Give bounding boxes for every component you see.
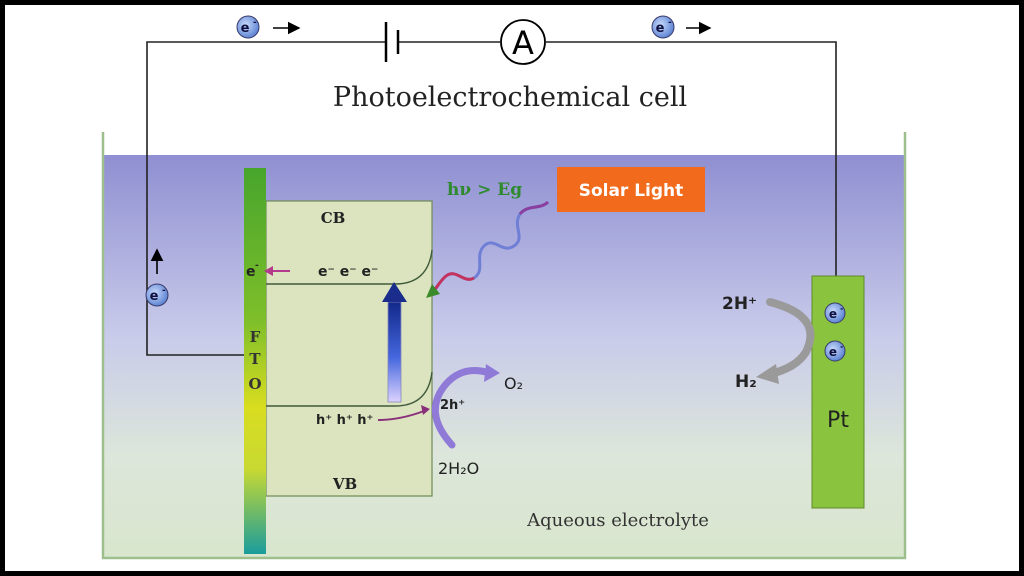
svg-text:e: e bbox=[246, 264, 256, 280]
svg-text:e: e bbox=[241, 21, 250, 36]
electron-left-wire: e - bbox=[145, 283, 169, 307]
diagram-title: Photoelectrochemical cell bbox=[333, 82, 687, 113]
electrolyte-label: Aqueous electrolyte bbox=[526, 510, 709, 531]
reduction-arc bbox=[766, 298, 815, 378]
vb-label: VB bbox=[332, 475, 357, 493]
fto-electrode bbox=[244, 168, 266, 554]
photon-wave-tail bbox=[431, 272, 475, 293]
hole-transfer-arrow-head bbox=[421, 405, 430, 415]
fto-letter-f: F bbox=[250, 328, 261, 346]
electron-transfer-arrow-head bbox=[264, 266, 273, 276]
circuit-wire bbox=[146, 41, 837, 356]
hydrogen-label: H₂ bbox=[735, 372, 757, 392]
oxidation-arc bbox=[431, 367, 490, 449]
holes-2h-label: 2h⁺ bbox=[440, 398, 465, 413]
svg-text:-: - bbox=[255, 261, 259, 271]
fto-letter-t: T bbox=[249, 350, 261, 368]
svg-text:e: e bbox=[150, 289, 159, 304]
svg-text:e: e bbox=[829, 345, 837, 359]
photon-energy-label: hν > Eg bbox=[447, 180, 522, 200]
beaker-outline bbox=[101, 132, 907, 560]
pt-electron-2: e - bbox=[824, 340, 846, 362]
protons-label: 2H⁺ bbox=[722, 294, 757, 314]
svg-text:-: - bbox=[253, 18, 257, 28]
oxygen-label: O₂ bbox=[504, 374, 523, 393]
vb-holes: h⁺ h⁺ h⁺ bbox=[316, 413, 373, 428]
svg-text:-: - bbox=[840, 304, 843, 313]
svg-text:-: - bbox=[840, 342, 843, 351]
svg-text:-: - bbox=[162, 286, 166, 296]
solar-light-badge bbox=[557, 167, 705, 212]
photon-wave-lead bbox=[518, 200, 550, 216]
valence-band-edge bbox=[266, 371, 433, 407]
water-label: 2H₂O bbox=[438, 459, 479, 478]
svg-text:e: e bbox=[656, 21, 665, 36]
electron-top-right: e - bbox=[651, 15, 675, 39]
reduction-arrow-head bbox=[756, 364, 779, 384]
electrolyte bbox=[103, 155, 905, 558]
photon-arrow-head bbox=[426, 284, 440, 298]
cb-label: CB bbox=[321, 209, 346, 227]
electron-top-left: e - bbox=[236, 15, 260, 39]
semiconductor bbox=[265, 200, 433, 497]
cb-electrons: e⁻ e⁻ e⁻ bbox=[318, 264, 378, 280]
excitation-arrow-head bbox=[382, 282, 407, 302]
ammeter: A bbox=[500, 19, 546, 65]
excitation-beam bbox=[387, 301, 402, 403]
pt-electron-1: e - bbox=[824, 302, 846, 324]
oxidation-arrow-head bbox=[484, 364, 500, 382]
solar-light-label: Solar Light bbox=[579, 181, 684, 201]
fto-letter-o: O bbox=[248, 375, 261, 393]
fto-electron: e - bbox=[246, 261, 259, 280]
hole-transfer-arrow bbox=[377, 410, 425, 421]
svg-text:e: e bbox=[829, 307, 837, 321]
svg-text:-: - bbox=[668, 18, 672, 28]
pt-label: Pt bbox=[827, 408, 849, 433]
ammeter-label: A bbox=[512, 24, 534, 62]
